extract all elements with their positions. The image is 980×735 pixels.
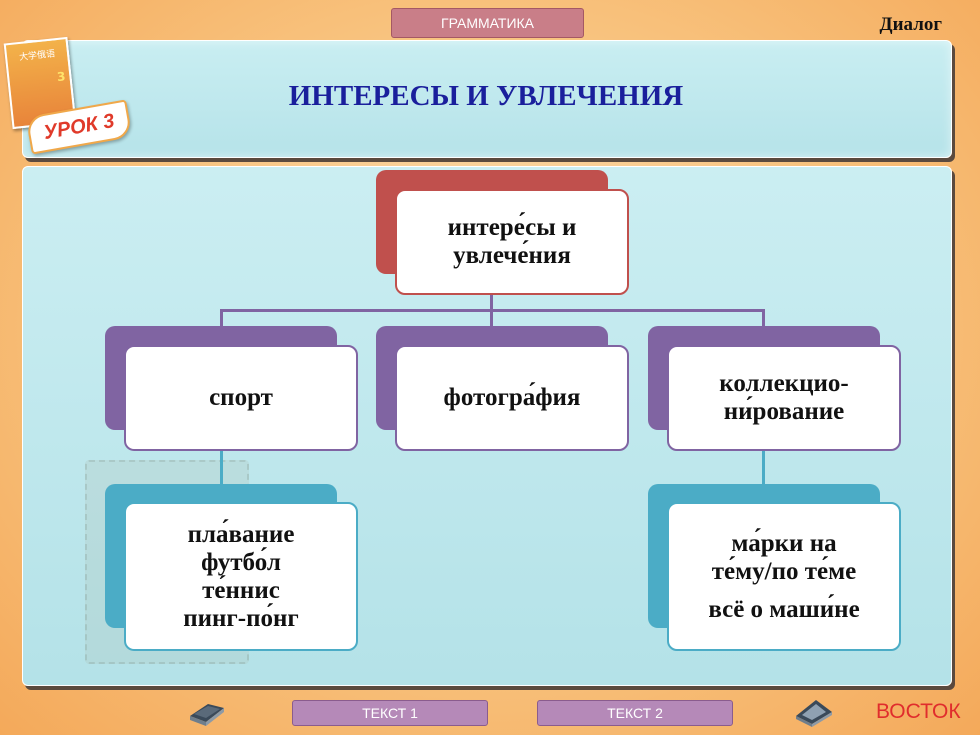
root-box: интере́сы и увлече́ния [395, 189, 629, 295]
book-back-icon[interactable] [186, 698, 228, 728]
collect-item: те́му/по те́ме [711, 557, 857, 585]
sport-item: те́ннис [202, 576, 280, 604]
text1-button[interactable]: ТЕКСТ 1 [292, 700, 488, 726]
connector-root [490, 294, 493, 310]
collect-items-box: ма́рки на те́му/по те́ме всё о маши́не [667, 502, 901, 651]
sport-box: спорт [124, 345, 358, 451]
connector-collect-items [762, 450, 765, 486]
root-label-line1: интере́сы и [447, 214, 577, 241]
sport-items-box: пла́вание футбо́л те́ннис пинг-по́нг [124, 502, 358, 651]
sport-item: пинг-по́нг [183, 604, 299, 632]
photo-label: фотогра́фия [443, 384, 581, 411]
book-forward-icon[interactable] [792, 696, 836, 728]
connector-photo [490, 309, 493, 327]
sport-item: футбо́л [201, 548, 281, 576]
page-title: ИНТЕРЕСЫ И УВЛЕЧЕНИЯ [288, 80, 684, 112]
textbook-title: 大学俄语 [18, 49, 56, 64]
dialog-link[interactable]: Диалог [879, 14, 942, 35]
tab-grammar[interactable]: ГРАММАТИКА [391, 8, 584, 38]
textbook-number: 3 [56, 69, 67, 85]
connector-sport [220, 309, 223, 327]
collect-label-line1: коллекцио- [719, 370, 849, 397]
collect-box: коллекцио- ни́рование [667, 345, 901, 451]
collect-label-line2: ни́рование [723, 398, 845, 425]
connector-collect [762, 309, 765, 327]
vostok-link[interactable]: ВОСТОК [876, 700, 961, 723]
sport-item: пла́вание [187, 520, 295, 548]
sport-label: спорт [209, 384, 273, 411]
title-panel [22, 40, 952, 158]
collect-item: всё о маши́не [708, 595, 860, 623]
root-label-line2: увлече́ния [453, 242, 571, 269]
collect-item: ма́рки на [731, 529, 837, 557]
connector-sport-items [220, 450, 223, 486]
photo-box: фотогра́фия [395, 345, 629, 451]
text2-button[interactable]: ТЕКСТ 2 [537, 700, 733, 726]
